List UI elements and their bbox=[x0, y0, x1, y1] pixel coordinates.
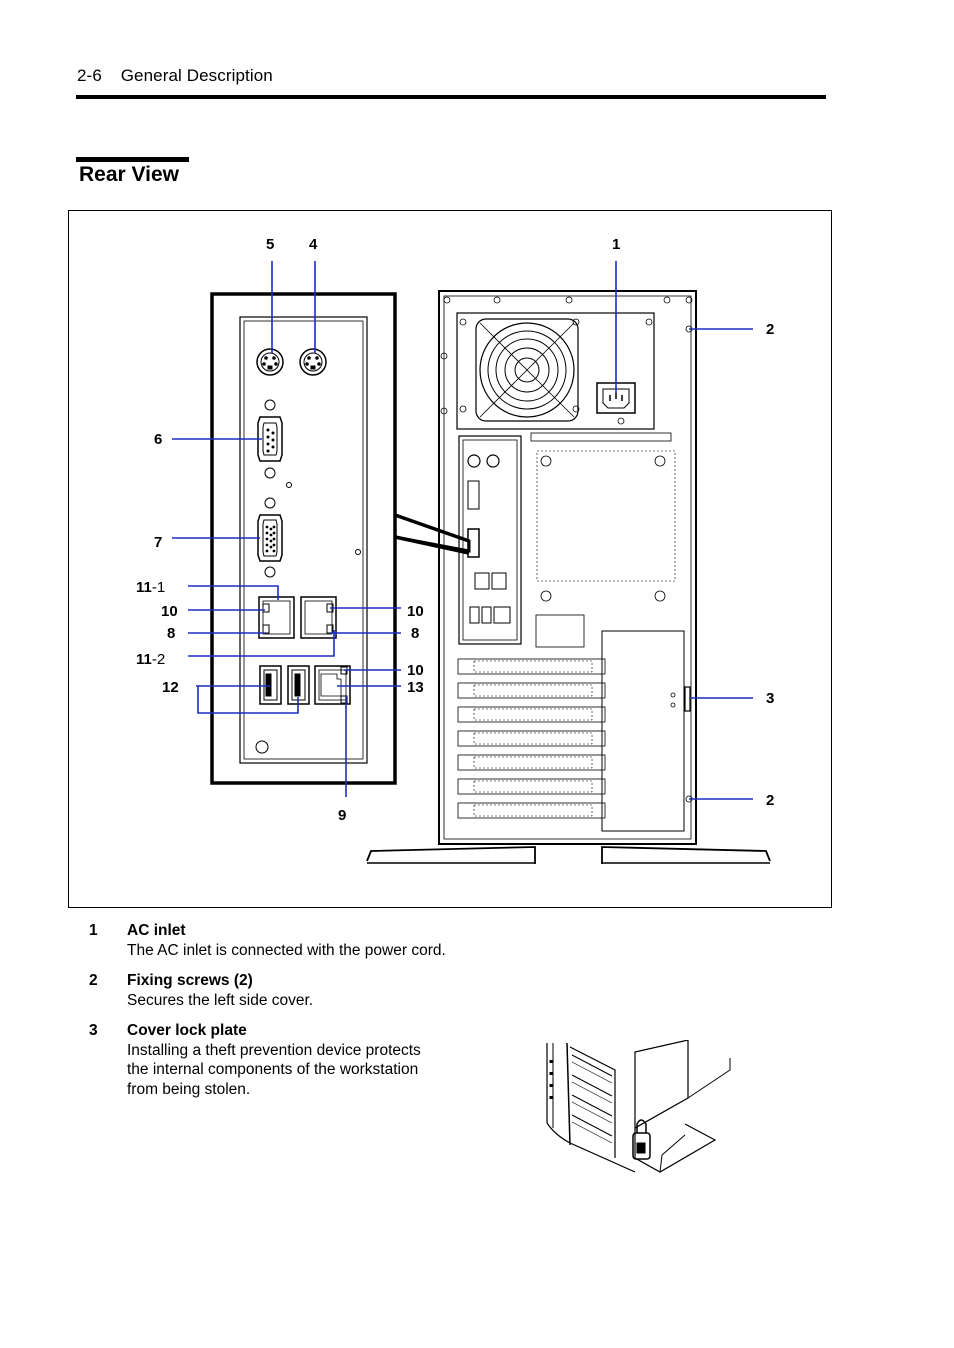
list-item: 3 Cover lock plate Installing a theft pr… bbox=[89, 1021, 427, 1099]
page-number: 2-6 bbox=[77, 66, 102, 85]
chassis-rear bbox=[366, 290, 771, 864]
list-item: 1 AC inlet The AC inlet is connected wit… bbox=[89, 921, 509, 960]
rear-view-diagram: 5 4 1 2 3 2 6 7 11-1 10 8 11-2 12 10 8 1… bbox=[136, 236, 774, 864]
usb-port-1 bbox=[259, 665, 282, 705]
callout-12: 12 bbox=[162, 679, 179, 696]
callout-6: 6 bbox=[154, 431, 162, 448]
callout-8-left: 8 bbox=[167, 625, 175, 642]
callout-5: 5 bbox=[266, 236, 274, 253]
io-panel-zoom bbox=[210, 292, 471, 785]
rear-view-figure: 5 4 1 2 3 2 6 7 11-1 10 8 11-2 12 10 8 1… bbox=[68, 210, 832, 908]
power-supply bbox=[456, 312, 655, 430]
callout-8-right: 8 bbox=[411, 625, 419, 642]
callout-4: 4 bbox=[309, 236, 318, 253]
callout-11-2: 11-2 bbox=[136, 651, 165, 668]
ps2-port-right bbox=[299, 348, 327, 376]
list-item: 2 Fixing screws (2) Secures the left sid… bbox=[89, 971, 509, 1010]
callout-10-right: 10 bbox=[407, 603, 424, 620]
item-title: AC inlet bbox=[127, 922, 186, 939]
section-title: General Description bbox=[120, 66, 273, 85]
callout-10-lower: 10 bbox=[407, 662, 424, 679]
item-title: Fixing screws (2) bbox=[127, 972, 253, 989]
header-rule bbox=[76, 95, 826, 99]
callout-11-1: 11-1 bbox=[136, 579, 165, 596]
callout-3: 3 bbox=[766, 690, 774, 707]
description-list: 1 AC inlet The AC inlet is connected wit… bbox=[89, 921, 509, 1110]
item-number: 1 bbox=[89, 922, 98, 939]
serial-port bbox=[257, 399, 283, 479]
lan-port-1 bbox=[258, 596, 295, 639]
leader-lines bbox=[172, 261, 753, 800]
page-title: Rear View bbox=[79, 163, 180, 186]
lock-illustration bbox=[546, 1040, 731, 1173]
callout-13: 13 bbox=[407, 679, 424, 696]
expansion-slots bbox=[457, 630, 685, 832]
callout-9: 9 bbox=[338, 807, 346, 824]
item-title: Cover lock plate bbox=[127, 1022, 247, 1039]
item-description: Secures the left side cover. bbox=[127, 991, 314, 1009]
item-description: Installing a theft prevention device pro… bbox=[127, 1041, 421, 1098]
item-description: The AC inlet is connected with the power… bbox=[127, 941, 446, 959]
ps2-port-left bbox=[256, 348, 284, 376]
item-number: 2 bbox=[89, 972, 98, 989]
callout-10-left: 10 bbox=[161, 603, 178, 620]
vga-port bbox=[257, 497, 283, 578]
page-header: 2-6 General Description bbox=[77, 66, 273, 86]
lan-port-2 bbox=[300, 596, 337, 639]
callout-2-bottom: 2 bbox=[766, 792, 774, 809]
item-number: 3 bbox=[89, 1022, 98, 1039]
callout-7: 7 bbox=[154, 534, 162, 551]
callout-1: 1 bbox=[612, 236, 620, 253]
callout-2-top: 2 bbox=[766, 321, 774, 338]
lan-port-3 bbox=[314, 665, 351, 705]
title-bar bbox=[76, 157, 189, 162]
